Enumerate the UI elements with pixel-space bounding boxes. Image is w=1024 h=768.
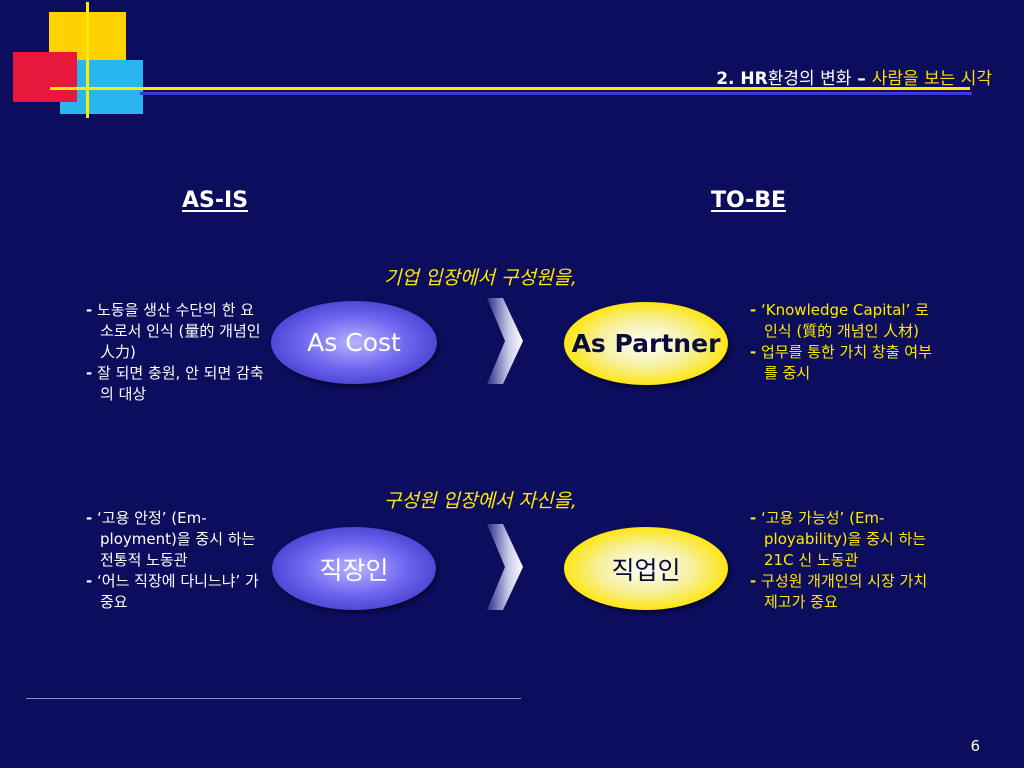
- section-1-title: 기업 입장에서 구성원을,: [384, 267, 577, 289]
- page-number: 6: [970, 737, 980, 755]
- title-topic: 환경의 변화: [767, 69, 852, 89]
- list-item: - 노동을 생산 수단의 한 요소로서 인식 (量的 개념인 人力): [86, 301, 261, 361]
- list-item: - 잘 되면 충원, 안 되면 감축의 대상: [86, 364, 264, 403]
- title-highlight: 사람을 보는 시각: [871, 69, 992, 89]
- section-1-to-be-bullets: - ‘Knowledge Capital’ 로 인식 (質的 개념인 人材) -…: [750, 300, 935, 384]
- section-1-as-is-bullets: - 노동을 생산 수단의 한 요소로서 인식 (量的 개념인 人力) - 잘 되…: [86, 300, 266, 405]
- to-be-heading: TO-BE: [711, 188, 787, 213]
- title-dash: –: [851, 69, 872, 89]
- footer-rule: [26, 698, 521, 699]
- title-section-number: 2. HR: [716, 69, 768, 89]
- list-item: - 업무를 통한 가치 창출 여부를 중시: [750, 343, 932, 382]
- list-item: - ‘고용 안정’ (Em-ployment)을 중시 하는 전통적 노동관: [86, 509, 256, 569]
- section-2-to-be-bullets: - ‘고용 가능성’ (Em-ployability)을 중시 하는 21C 신…: [750, 508, 935, 613]
- logo-vertical-line: [86, 2, 89, 118]
- page-title: 2. HR환경의 변화 – 사람을 보는 시각: [716, 64, 992, 89]
- section-2-as-is-bullets: - ‘고용 안정’ (Em-ployment)을 중시 하는 전통적 노동관 -…: [86, 508, 266, 613]
- header-rule-blue: [140, 92, 972, 95]
- as-is-heading: AS-IS: [182, 188, 249, 213]
- list-item: - ‘Knowledge Capital’ 로 인식 (質的 개념인 人材): [750, 301, 929, 340]
- list-item: - ‘고용 가능성’ (Em-ployability)을 중시 하는 21C 신…: [750, 509, 927, 569]
- as-partner-oval: As Partner: [564, 302, 728, 385]
- section-2-title: 구성원 입장에서 자신을,: [384, 490, 577, 512]
- header-rule-yellow: [50, 87, 970, 90]
- logo-red-square: [13, 52, 77, 102]
- chevron-right-icon: [487, 298, 523, 384]
- list-item: - ‘어느 직장에 다니느냐’ 가 중요: [86, 572, 259, 611]
- jikjangin-oval: 직장인: [272, 527, 436, 610]
- as-cost-oval: As Cost: [271, 301, 437, 384]
- jikeobin-oval: 직업인: [564, 527, 728, 610]
- list-item: - 구성원 개개인의 시장 가치 제고가 중요: [750, 572, 928, 611]
- chevron-right-icon: [487, 524, 523, 610]
